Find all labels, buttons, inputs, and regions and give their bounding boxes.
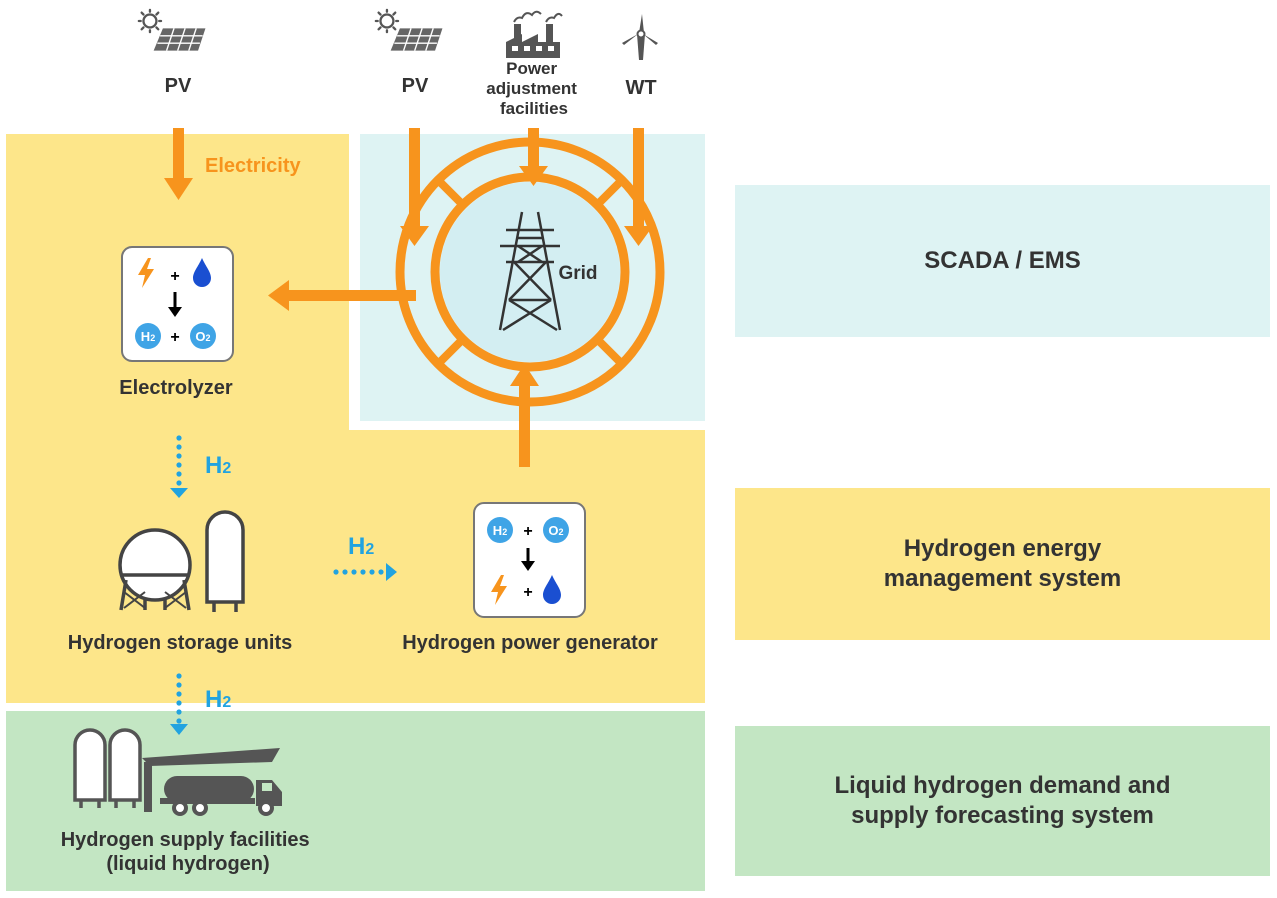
wt-label: WT xyxy=(625,77,656,99)
svg-text:+: + xyxy=(170,268,179,285)
h2-supply-label: H2 xyxy=(205,686,231,713)
electricity-label: Electricity xyxy=(205,155,301,177)
grid-label: Grid xyxy=(558,263,597,284)
svg-text:+: + xyxy=(523,523,532,540)
h2-flow-down xyxy=(170,435,188,498)
power-adjustment-label: Power adjustment facilities xyxy=(486,59,581,118)
h2-flow-right xyxy=(333,563,397,581)
svg-text:+: + xyxy=(523,584,532,601)
pv-left-icon xyxy=(137,8,207,52)
power-generator-icon: H2 + O2 + xyxy=(473,502,586,618)
cylinder-tank-icon xyxy=(205,510,245,612)
electrolyzer-icon: + H2 + O2 xyxy=(121,246,234,362)
h2-right-label: H2 xyxy=(348,533,374,560)
svg-text:H2: H2 xyxy=(493,523,507,538)
hems-panel: Hydrogen energy management system xyxy=(735,488,1270,640)
factory-icon xyxy=(506,10,563,58)
scada-ems-label: SCADA / EMS xyxy=(924,247,1081,274)
pv-right-label: PV xyxy=(402,75,429,97)
arrows-electricity xyxy=(164,128,653,467)
pv-right-icon xyxy=(374,8,444,52)
generator-label: Hydrogen power generator xyxy=(402,632,658,654)
hems-label: Hydrogen energy management system xyxy=(883,535,1122,592)
svg-text:H2: H2 xyxy=(141,329,155,344)
h2-flow-supply xyxy=(170,673,188,735)
forecast-label: Liquid hydrogen demand and supply foreca… xyxy=(834,772,1171,829)
forecast-panel: Liquid hydrogen demand and supply foreca… xyxy=(735,726,1270,876)
storage-label: Hydrogen storage units xyxy=(68,632,292,654)
svg-text:+: + xyxy=(170,329,179,346)
transmission-tower-icon xyxy=(498,211,562,332)
pv-left-label: PV xyxy=(165,75,192,97)
svg-text:O2: O2 xyxy=(195,329,210,344)
scada-ems-panel: SCADA / EMS xyxy=(735,185,1270,337)
svg-text:O2: O2 xyxy=(548,523,563,538)
h2-down-label: H2 xyxy=(205,452,231,479)
supply-label: Hydrogen supply facilities (liquid hydro… xyxy=(61,829,316,875)
spherical-tank-icon xyxy=(118,528,192,611)
tanker-truck-icon xyxy=(142,748,282,816)
supply-tanks-icon xyxy=(73,728,142,808)
wind-turbine-icon xyxy=(622,14,658,60)
electrolyzer-label: Electrolyzer xyxy=(119,377,233,399)
